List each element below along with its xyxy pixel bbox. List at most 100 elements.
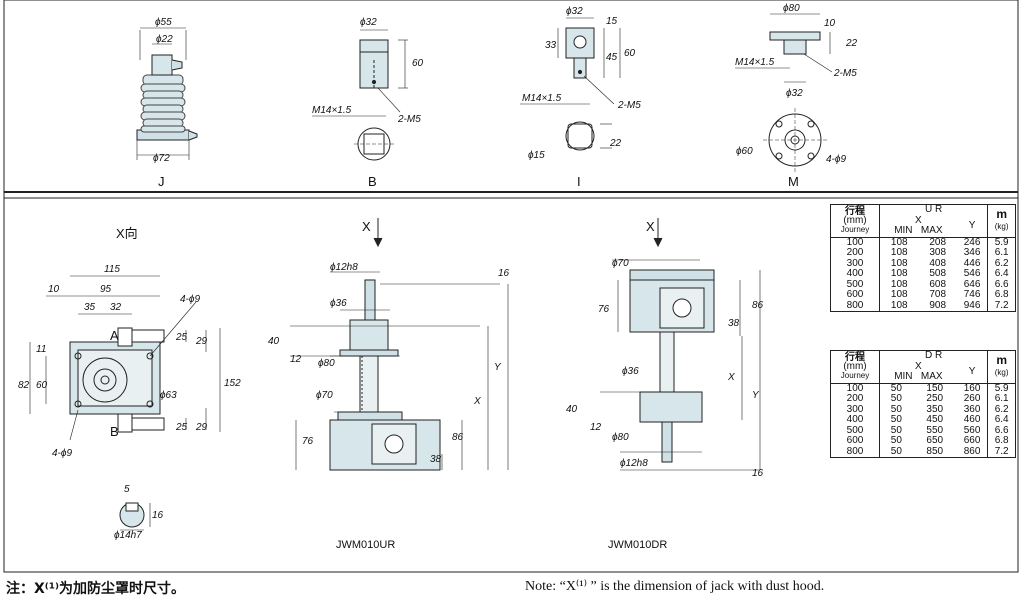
dr-col-kg: (kg) [994,367,1009,377]
dim-ur-y: Y [494,362,502,373]
ur-cell: 746 [963,289,981,300]
note-english: Note: “X⁽¹⁾ ” is the dimension of jack w… [525,579,825,594]
ur-col-max: MAX [920,225,943,236]
view-ur [290,218,509,471]
dim-m-22: 22 [845,38,858,49]
ur-cell: 108 [890,289,908,300]
ur-cell: 708 [929,289,947,300]
dr-col-journey: Journey [840,371,870,381]
label-b: B [368,174,377,189]
dr-cell: 850 [926,445,944,457]
dim-ur-76: 76 [302,436,314,447]
ur-cell: 300 [830,258,880,269]
ur-cell: 6.4 [987,268,1016,280]
dr-cell: 560 [963,424,981,436]
ur-cell: 446 [963,257,981,269]
dim-i-33: 33 [545,40,557,51]
dim-dr-40: 40 [566,404,578,415]
dim-x-29b: 29 [195,422,208,433]
ur-cell: 100 [830,237,880,248]
dim-ur-40: 40 [268,336,280,347]
dr-cell: 7.2 [987,446,1016,458]
dim-i-22: 22 [609,138,622,149]
dim-x-115: 115 [104,264,120,275]
dim-i-2m5: 2-M5 [617,100,641,111]
ur-cell: 408 [929,257,947,269]
ur-cell: 6.6 [987,279,1016,290]
dim-x-63: ϕ63 [160,390,177,401]
label-i: I [577,174,581,189]
dim-x-60: 60 [36,380,48,391]
ur-cell: 800 [830,300,880,312]
dim-b-m14: M14×1.5 [312,105,352,116]
dim-b-2m5: 2-M5 [397,114,421,125]
ur-cell: 508 [929,268,947,279]
dr-cell: 5.9 [987,383,1016,394]
dim-x-25b: 25 [175,422,188,433]
ur-cell: 608 [929,278,947,290]
ur-col-x: X [915,214,922,226]
ur-cell: 5.9 [987,237,1016,248]
xview-title: X向 [116,226,138,241]
dr-cell: 460 [963,414,981,425]
ur-model: JWM010UR [336,539,395,551]
dim-ur-86: 86 [452,432,464,443]
dr-cell: 50 [890,424,902,436]
ur-row: 600 108 708 746 6.8 [830,289,1016,301]
dim-m-m14: M14×1.5 [735,57,775,68]
dim-j-22: ϕ22 [156,34,173,45]
view-j [136,27,198,160]
dr-cell: 400 [830,414,880,426]
ur-arrow-label: X [362,219,371,234]
dr-cell: 250 [926,393,944,404]
label-m: M [788,174,799,189]
view-dr [600,218,761,471]
dim-m-60: ϕ60 [736,146,753,157]
ur-cell: 646 [963,278,981,290]
dim-i-m14: M14×1.5 [522,93,562,104]
dr-cell: 6.4 [987,414,1016,426]
dim-x-32: 32 [110,302,122,313]
dim-x-152: 152 [224,378,241,389]
dr-cell: 860 [963,445,981,457]
dr-col-mm: (mm) [843,361,867,373]
dim-dr-36: ϕ36 [622,366,639,377]
dr-col-x: X [915,360,922,372]
dim-dr-y: Y [752,390,760,401]
ur-cell: 546 [963,268,981,279]
dr-cell: 360 [963,403,981,415]
ur-col-stroke: 行程 [844,206,865,218]
dr-model: JWM010DR [608,539,667,551]
dim-ur-80: ϕ80 [318,358,335,369]
dim-x-11: 11 [36,344,46,355]
dim-m-32: ϕ32 [786,88,803,99]
ur-cell: 600 [830,289,880,301]
ur-cell: 6.8 [987,289,1016,301]
ur-cell: 108 [890,247,908,258]
dim-dr-16: 16 [752,468,764,479]
label-a: A [110,328,119,343]
dim-j-55: ϕ55 [155,17,172,28]
ur-col-mm: (mm) [843,215,867,227]
dim-dr-38: 38 [728,318,740,329]
ur-cell: 208 [929,236,947,248]
ur-cell: 6.2 [987,258,1016,269]
dr-cell: 50 [890,435,902,446]
dr-cell: 100 [830,383,880,394]
dr-cell: 6.6 [987,425,1016,436]
dr-cell: 800 [830,446,880,458]
ur-col-y: Y [968,219,976,231]
dim-ur-12h8: ϕ12h8 [330,262,358,273]
ur-cell: 200 [830,247,880,259]
ur-cell: 246 [963,236,981,248]
dr-cell: 50 [890,382,902,394]
